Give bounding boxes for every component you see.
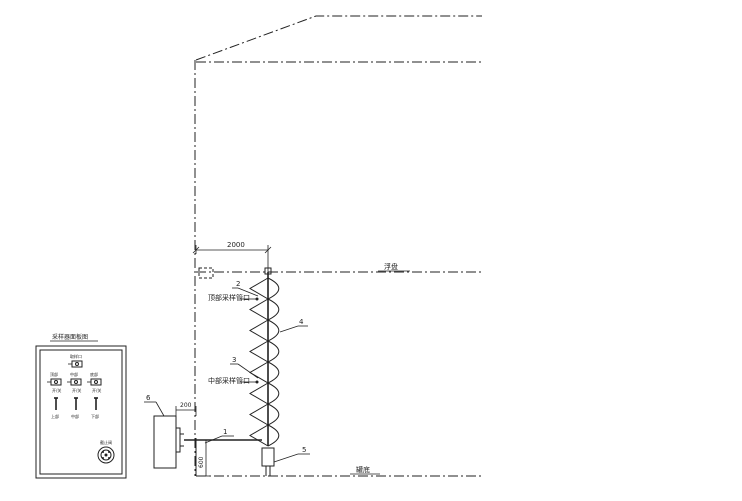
float-roof-label: 浮盘: [384, 262, 398, 271]
panel-valve-icon-middle: [67, 378, 82, 386]
cabinet-flange: [175, 427, 181, 453]
panel-valve-icon-bottom: [87, 378, 102, 386]
mid-port-marker: [255, 380, 259, 384]
callout-1-text: 1: [223, 428, 227, 436]
panel-valve-icon-top: [47, 378, 62, 386]
panel-valve-caption-middle: 中部: [70, 371, 78, 377]
callout-6: 6: [144, 394, 165, 417]
dimension-2000-text: 2000: [227, 241, 245, 249]
cabinet-box: [153, 415, 177, 469]
float-roof-bracket: [198, 267, 214, 279]
callout-3: 3: [230, 356, 259, 379]
panel-lever-caption-bottom: 下部: [91, 413, 99, 419]
panel-top-valve-icon: [68, 360, 83, 368]
sampler-cabinet: [153, 415, 262, 476]
panel-inner-frame: [39, 349, 123, 475]
panel-lever-top: [54, 397, 58, 410]
panel-title: 采样器面板图: [52, 333, 88, 341]
panel-levers: 上部 中部 下部: [51, 397, 99, 419]
callout-5: 5: [273, 446, 310, 463]
panel-valve-caption-top: 顶部: [50, 371, 58, 377]
top-port-marker: [255, 297, 259, 301]
panel-knob-caption: 截止阀: [100, 439, 112, 445]
dimension-200: 200: [175, 402, 197, 416]
panel-drawing: 采样器面板图 取样口 顶部 中部 底部: [35, 333, 127, 479]
callout-2-text: 2: [236, 280, 240, 288]
tank-outline: [194, 15, 482, 477]
panel-lever-bottom: [94, 397, 98, 410]
panel-outer-frame: [35, 345, 127, 479]
panel-lever-caption-middle: 中部: [71, 413, 79, 419]
dimension-200-text: 200: [180, 402, 192, 409]
tube-top-cap: [264, 267, 272, 275]
panel-valve-row: 顶部 中部 底部 开/关 开/关 开/关: [47, 371, 102, 393]
helix-coil: [249, 277, 280, 447]
callout-4-text: 4: [299, 318, 304, 326]
top-port-label: 顶部采样管口: [208, 293, 250, 302]
panel-knob-icon: [97, 446, 115, 464]
panel-valve-subcaption-bottom: 开/关: [92, 387, 101, 393]
panel-valve-caption-bottom: 底部: [90, 371, 98, 377]
dimension-600: 600: [198, 439, 210, 477]
panel-top-valve-caption: 取样口: [70, 353, 82, 359]
callout-4: 4: [279, 318, 308, 333]
panel-valve-subcaption-top: 开/关: [52, 387, 61, 393]
panel-lever-middle: [74, 397, 78, 410]
mid-port-label: 中部采样管口: [208, 376, 250, 385]
panel-valve-subcaption-middle: 开/关: [72, 387, 81, 393]
dimension-2000: 2000: [192, 241, 272, 272]
tank-roof-line: [195, 15, 482, 61]
tube-bottom-support: [261, 447, 275, 467]
callout-5-text: 5: [302, 446, 306, 454]
callout-3-text: 3: [232, 356, 236, 364]
callout-6-text: 6: [146, 394, 151, 402]
dimension-600-text: 600: [198, 456, 205, 468]
callout-2: 2: [232, 280, 259, 297]
tank-bottom-label: 罐底: [356, 465, 370, 474]
panel-lever-caption-top: 上部: [51, 413, 59, 419]
